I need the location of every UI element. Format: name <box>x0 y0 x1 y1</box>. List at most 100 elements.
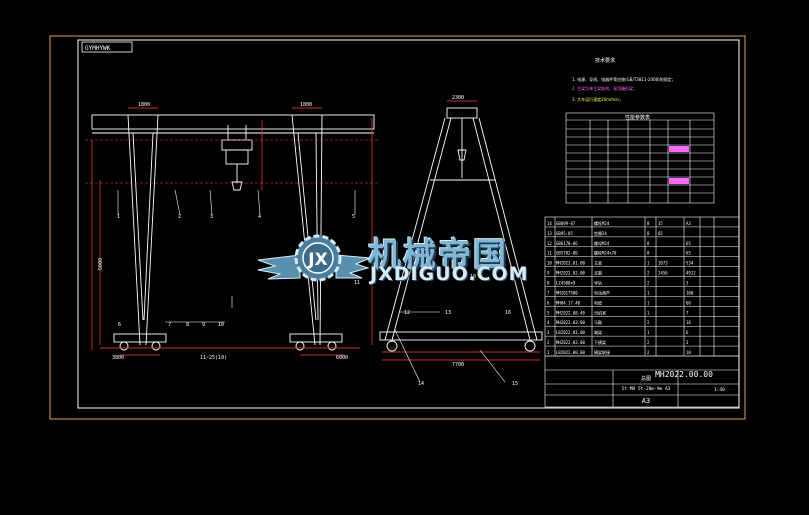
tech-req-line-2: 2. 主梁为单主梁结构，采用箱形梁； <box>572 85 637 91</box>
bom-cell: 35 <box>658 221 663 226</box>
dim-span: 11~25(10) <box>200 355 227 361</box>
bom-cell: A3 <box>686 221 691 226</box>
bom-cell: 6 <box>686 330 689 335</box>
bom-row-index: 7 <box>547 290 550 295</box>
bom-row-index: 5 <box>547 310 550 315</box>
bom-cell: 1 <box>647 300 650 305</box>
bom-cell: MH2022.01.00 <box>556 261 585 266</box>
bom-cell: 2 <box>647 350 650 355</box>
front-view <box>91 114 375 351</box>
bom-cell: GB95-85 <box>556 231 573 236</box>
bom-cell: GB899-87 <box>556 221 576 226</box>
tech-req-line-1: 1. 电源、导线、电器件等应按(GB/T3811-2008)的规定； <box>572 76 676 82</box>
bom-row-index: 13 <box>547 231 552 236</box>
bom-cell: GB6170-86 <box>556 241 578 246</box>
bom-cell: 1 <box>647 261 650 266</box>
bom-cell: 18 <box>686 320 691 325</box>
balloon-17: 17 <box>382 274 388 280</box>
bom-row-index: 12 <box>547 241 552 246</box>
balloon-15: 15 <box>512 381 518 387</box>
bom-cell: 1 <box>647 290 650 295</box>
bom-cell: 10 <box>686 350 691 355</box>
balloon-6: 6 <box>118 322 121 328</box>
bom-cell: 65 <box>658 231 663 236</box>
bom-cell: LZ4500x9 <box>556 281 576 286</box>
param-highlight-2 <box>669 178 689 184</box>
bom-cell: 马鞍 <box>594 319 602 325</box>
bom-cell: 2456 <box>658 271 668 276</box>
scale: 1:40 <box>714 387 725 393</box>
dim-top-left: 1800 <box>138 102 150 108</box>
param-highlight-1 <box>669 146 689 152</box>
dim-top-mid: 2300 <box>452 95 464 101</box>
balloon-9: 9 <box>202 322 205 328</box>
param-table-title: 性能参数表 <box>625 114 650 121</box>
bom-cell: 2 <box>647 271 650 276</box>
bom-cell: 电动葫芦 <box>594 289 610 295</box>
sheet-size: A3 <box>642 397 650 405</box>
bom-cell: LB2022.00.00 <box>556 350 585 355</box>
logo-brand-cn: 机械帝国 <box>368 235 508 274</box>
dim-top-right: 1800 <box>300 102 312 108</box>
bom-cell: 螺母M24 <box>594 240 610 246</box>
bom-cell: 横梁联接 <box>594 349 610 355</box>
bom-cell: MH04.17.40 <box>556 300 581 305</box>
bom-cell: 支腿 <box>594 270 602 276</box>
bom-cell: LB2022.01.00 <box>556 330 585 335</box>
bom-row-index: 9 <box>547 271 550 276</box>
bom-cell: 1073 <box>658 261 668 266</box>
bom-cell: MH2017500 <box>556 290 578 295</box>
bom-cell: 2 <box>647 281 650 286</box>
bom-cell: 1 <box>647 310 650 315</box>
balloon-14: 14 <box>418 381 424 387</box>
bom-cell: MH2022.03.00 <box>556 320 585 325</box>
front-view-dimensions <box>91 107 360 356</box>
inner-frame <box>77 39 740 409</box>
bom-row-index: 4 <box>547 320 550 325</box>
dim-height-left: 5000 <box>98 258 104 270</box>
bom-row-index: 14 <box>547 221 552 226</box>
bom-cell: 60 <box>686 300 691 305</box>
bom-cell: 螺栓M24 <box>594 220 610 226</box>
bom-cell: 4912 <box>686 271 696 276</box>
bom-cell: 1 <box>647 330 650 335</box>
balloon-1: 1 <box>117 214 120 220</box>
logo-wing-left <box>257 254 301 280</box>
side-view-dimensions <box>371 100 540 361</box>
tech-req-line-3: 3. 大车运行速度20m/min； <box>572 96 623 102</box>
bom-cell: 65 <box>686 241 691 246</box>
drawing-number: MH2022.00.00 <box>655 370 713 379</box>
bom-row-index: 11 <box>547 251 552 256</box>
logo-wing-right <box>335 254 371 279</box>
dim-right-width: 6000 <box>336 355 348 361</box>
bom-cell: MH2022.02.00 <box>556 340 585 345</box>
bom-cell: 3 <box>686 340 689 345</box>
balloon-18: 18 <box>470 274 476 280</box>
bom-cell: 下横梁 <box>594 339 606 345</box>
bom-cell: 8 <box>647 221 650 226</box>
bom-cell: MH2022.02.00 <box>556 271 585 276</box>
bom-cell: 端梁 <box>594 329 602 335</box>
bom-cell: 534 <box>686 261 694 266</box>
balloon-16: 16 <box>505 310 511 316</box>
param-table <box>565 112 715 204</box>
balloon-13: 13 <box>445 310 451 316</box>
balloon-7: 7 <box>168 322 171 328</box>
bom-cell: 8 <box>647 231 650 236</box>
bom-cell: 65 <box>686 251 691 256</box>
outer-frame <box>49 35 746 420</box>
bom-cell: 主梁 <box>594 260 602 266</box>
dim-arm-width: 3800 <box>112 355 124 361</box>
corner-tag-box <box>81 41 133 53</box>
bom-cell: MH2022.08.40 <box>556 310 585 315</box>
bom-cell: 电缆 <box>594 299 602 305</box>
balloon-3: 3 <box>210 214 213 220</box>
logo-gear-inner <box>302 242 334 274</box>
bom-cell: 8 <box>647 251 650 256</box>
tech-req-title: 技术要求 <box>595 57 615 64</box>
assembly-title: 总图 <box>641 375 651 382</box>
bom-row-index: 2 <box>547 340 550 345</box>
bom-row-index: 6 <box>547 300 550 305</box>
